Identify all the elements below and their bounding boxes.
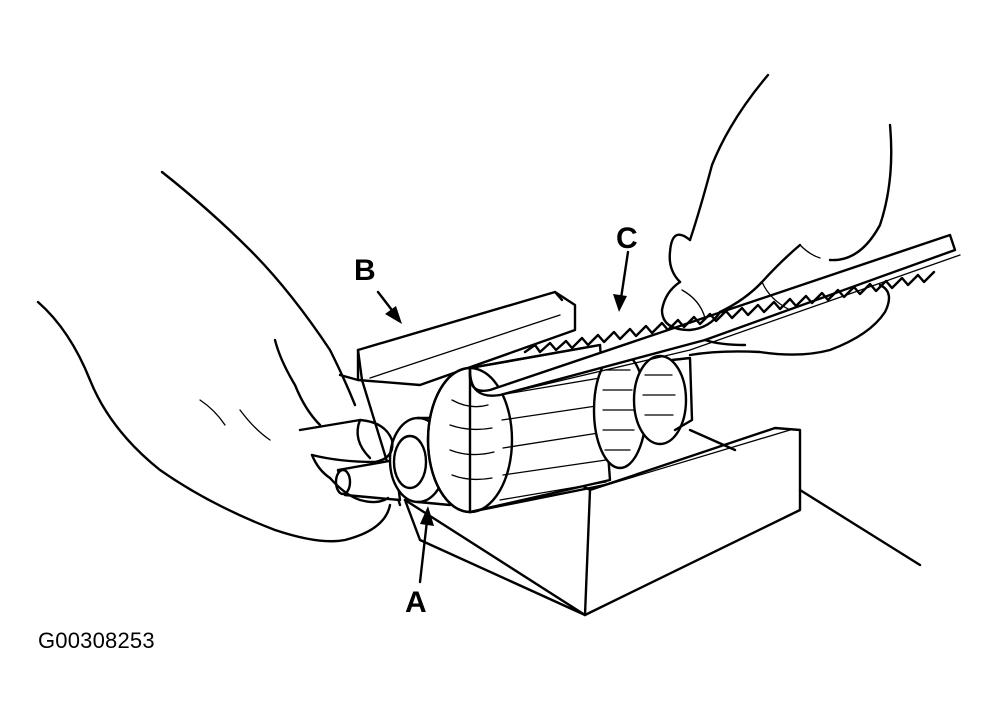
v-block bbox=[403, 426, 922, 617]
hacksaw-blade bbox=[468, 233, 961, 397]
figure-id: G00308253 bbox=[38, 628, 155, 653]
callout-label-b: B bbox=[354, 254, 376, 287]
callout-label-a: A bbox=[405, 586, 427, 619]
right-hand bbox=[660, 73, 893, 357]
left-hand bbox=[36, 170, 394, 543]
callout-arrows bbox=[376, 250, 630, 584]
callout-label-c: C bbox=[616, 222, 638, 255]
